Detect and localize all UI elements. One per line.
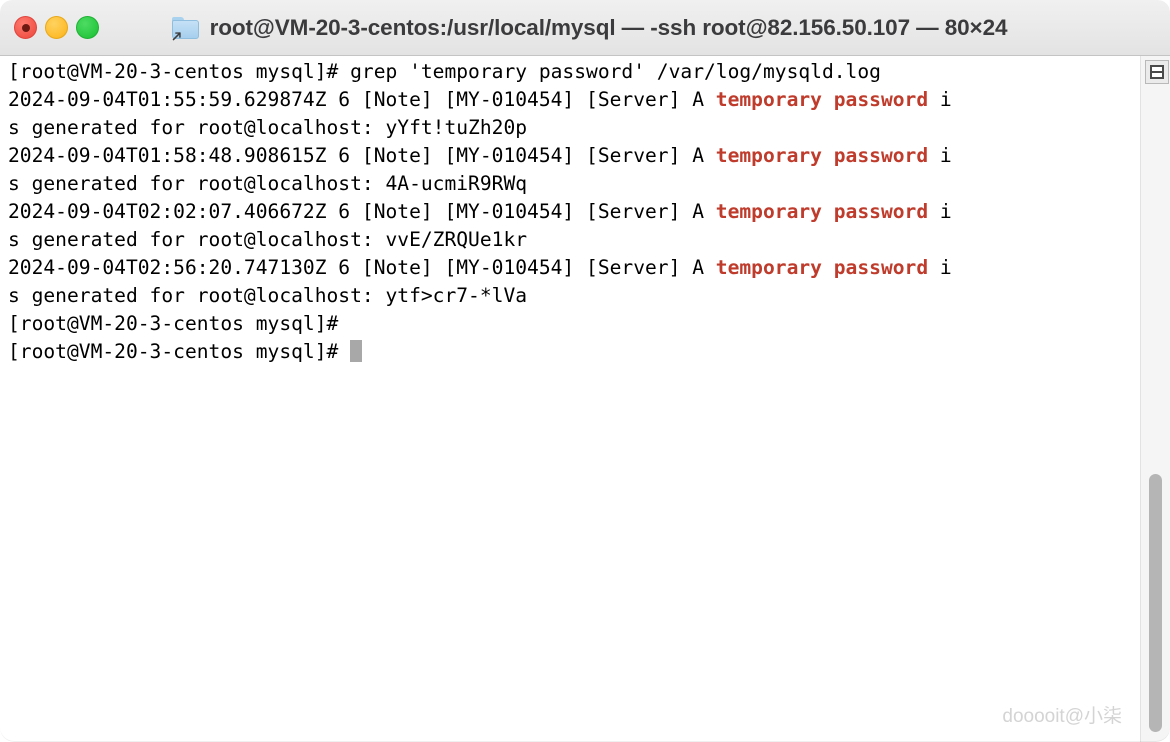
terminal-body[interactable]: [root@VM-20-3-centos mysql]# grep 'tempo… <box>0 56 1170 742</box>
terminal-text-segment: [root@VM-20-3-centos mysql]# grep 'tempo… <box>8 60 881 83</box>
window-bottom-edge <box>0 728 1170 742</box>
terminal-line: [root@VM-20-3-centos mysql]# <box>8 338 1132 366</box>
grep-match-highlight: temporary password <box>715 256 929 279</box>
terminal-line: 2024-09-04T02:02:07.406672Z 6 [Note] [MY… <box>8 198 1132 226</box>
terminal-line: [root@VM-20-3-centos mysql]# grep 'tempo… <box>8 58 1132 86</box>
close-button[interactable] <box>14 16 37 39</box>
title-center: root@VM-20-3-centos:/usr/local/mysql — -… <box>0 0 1170 55</box>
grep-match-highlight: temporary password <box>715 200 929 223</box>
terminal-text-segment: s generated for root@localhost: 4A-ucmiR… <box>8 172 528 195</box>
terminal-text-segment: s generated for root@localhost: ytf>cr7-… <box>8 284 528 307</box>
scrollbar[interactable] <box>1140 56 1170 742</box>
terminal-line: s generated for root@localhost: ytf>cr7-… <box>8 282 1132 310</box>
terminal-text-segment: [root@VM-20-3-centos mysql]# <box>8 340 351 363</box>
terminal-text-segment: i <box>928 144 952 167</box>
folder-alias-icon <box>171 15 201 41</box>
terminal-line: 2024-09-04T01:58:48.908615Z 6 [Note] [MY… <box>8 142 1132 170</box>
title-bar[interactable]: root@VM-20-3-centos:/usr/local/mysql — -… <box>0 0 1170 56</box>
terminal-output[interactable]: [root@VM-20-3-centos mysql]# grep 'tempo… <box>8 58 1132 366</box>
terminal-line: 2024-09-04T02:56:20.747130Z 6 [Note] [MY… <box>8 254 1132 282</box>
terminal-text-segment: s generated for root@localhost: vvE/ZRQU… <box>8 228 528 251</box>
terminal-line: s generated for root@localhost: vvE/ZRQU… <box>8 226 1132 254</box>
terminal-text-segment: i <box>928 200 952 223</box>
text-cursor <box>350 340 362 362</box>
terminal-line: [root@VM-20-3-centos mysql]# <box>8 310 1132 338</box>
grep-match-highlight: temporary password <box>715 144 929 167</box>
terminal-text-segment: i <box>928 256 952 279</box>
minimize-button[interactable] <box>45 16 68 39</box>
terminal-text-segment: i <box>928 88 952 111</box>
split-pane-icon[interactable] <box>1145 60 1169 84</box>
terminal-text-segment: 2024-09-04T01:58:48.908615Z 6 [Note] [MY… <box>8 144 716 167</box>
terminal-text-segment: s generated for root@localhost: yYft!tuZ… <box>8 116 528 139</box>
window-title: root@VM-20-3-centos:/usr/local/mysql — -… <box>209 14 1008 40</box>
window-controls <box>14 0 99 55</box>
watermark: dooooit@小柒 <box>1002 706 1122 727</box>
grep-match-highlight: temporary password <box>715 88 929 111</box>
terminal-text-segment: 2024-09-04T01:55:59.629874Z 6 [Note] [MY… <box>8 88 716 111</box>
terminal-text-segment: [root@VM-20-3-centos mysql]# <box>8 312 339 335</box>
terminal-text-segment: 2024-09-04T02:56:20.747130Z 6 [Note] [MY… <box>8 256 716 279</box>
terminal-text-segment: 2024-09-04T02:02:07.406672Z 6 [Note] [MY… <box>8 200 716 223</box>
terminal-line: s generated for root@localhost: yYft!tuZ… <box>8 114 1132 142</box>
terminal-line: s generated for root@localhost: 4A-ucmiR… <box>8 170 1132 198</box>
terminal-line: 2024-09-04T01:55:59.629874Z 6 [Note] [MY… <box>8 86 1132 114</box>
zoom-button[interactable] <box>76 16 99 39</box>
scrollbar-thumb[interactable] <box>1149 474 1162 732</box>
